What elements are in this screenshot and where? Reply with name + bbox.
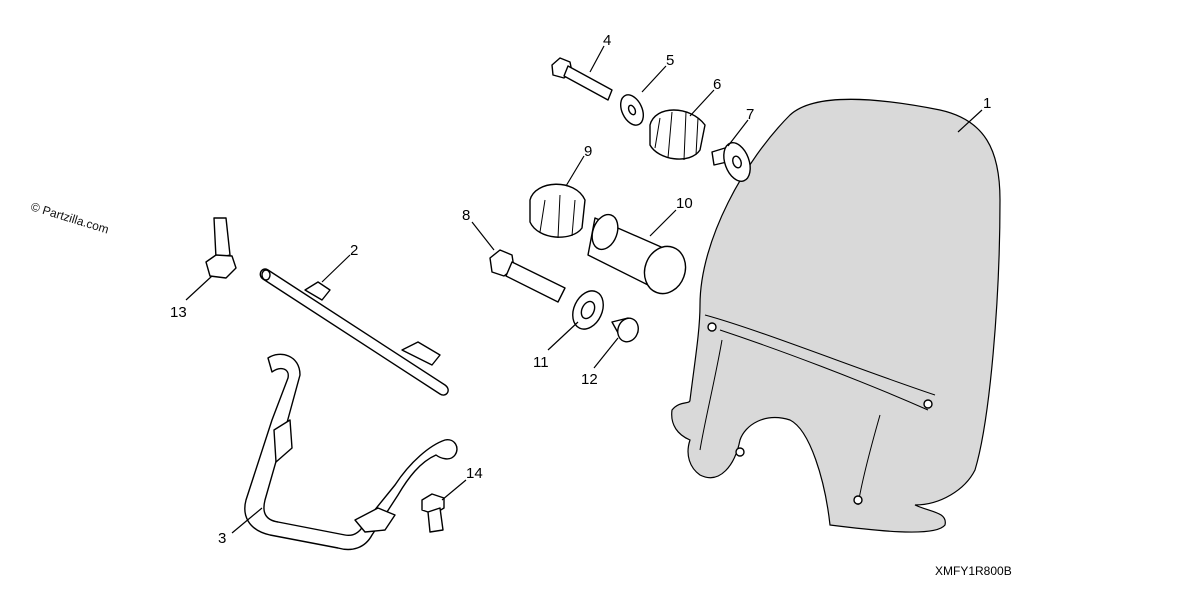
part-lower-stay bbox=[244, 353, 458, 551]
callout-14: 14 bbox=[466, 465, 483, 482]
part-grommet-9 bbox=[529, 183, 586, 239]
callout-8: 8 bbox=[462, 207, 470, 224]
part-bolt-8 bbox=[489, 249, 566, 303]
leader-lines bbox=[185, 45, 983, 534]
part-grommet-6 bbox=[649, 109, 706, 161]
part-collar-12 bbox=[611, 317, 639, 343]
watermark: © Partzilla.com bbox=[29, 199, 110, 236]
callout-4: 4 bbox=[603, 32, 611, 49]
callout-6: 6 bbox=[713, 76, 721, 93]
callout-1: 1 bbox=[983, 95, 991, 112]
part-collar-7 bbox=[711, 142, 751, 182]
callout-3: 3 bbox=[218, 530, 226, 547]
callout-9: 9 bbox=[584, 143, 592, 160]
callout-5: 5 bbox=[666, 52, 674, 69]
callout-labels: 1 2 3 4 5 6 7 8 9 10 11 12 13 14 bbox=[170, 32, 991, 547]
callout-11: 11 bbox=[533, 354, 549, 371]
callout-13: 13 bbox=[170, 304, 187, 321]
part-bolt-13 bbox=[205, 217, 237, 279]
part-windscreen bbox=[671, 98, 1001, 533]
callout-2: 2 bbox=[350, 242, 358, 259]
part-washer-11 bbox=[572, 290, 604, 330]
callout-7: 7 bbox=[746, 106, 754, 123]
part-bolt-4 bbox=[551, 57, 613, 101]
part-bolt-14 bbox=[421, 493, 445, 533]
part-upper-bar bbox=[259, 268, 449, 396]
part-spacer-10 bbox=[587, 213, 687, 295]
part-washer-5 bbox=[619, 94, 645, 126]
diagram-code: XMFY1R800B bbox=[935, 564, 1012, 578]
callout-10: 10 bbox=[676, 195, 693, 212]
callout-12: 12 bbox=[581, 371, 598, 388]
